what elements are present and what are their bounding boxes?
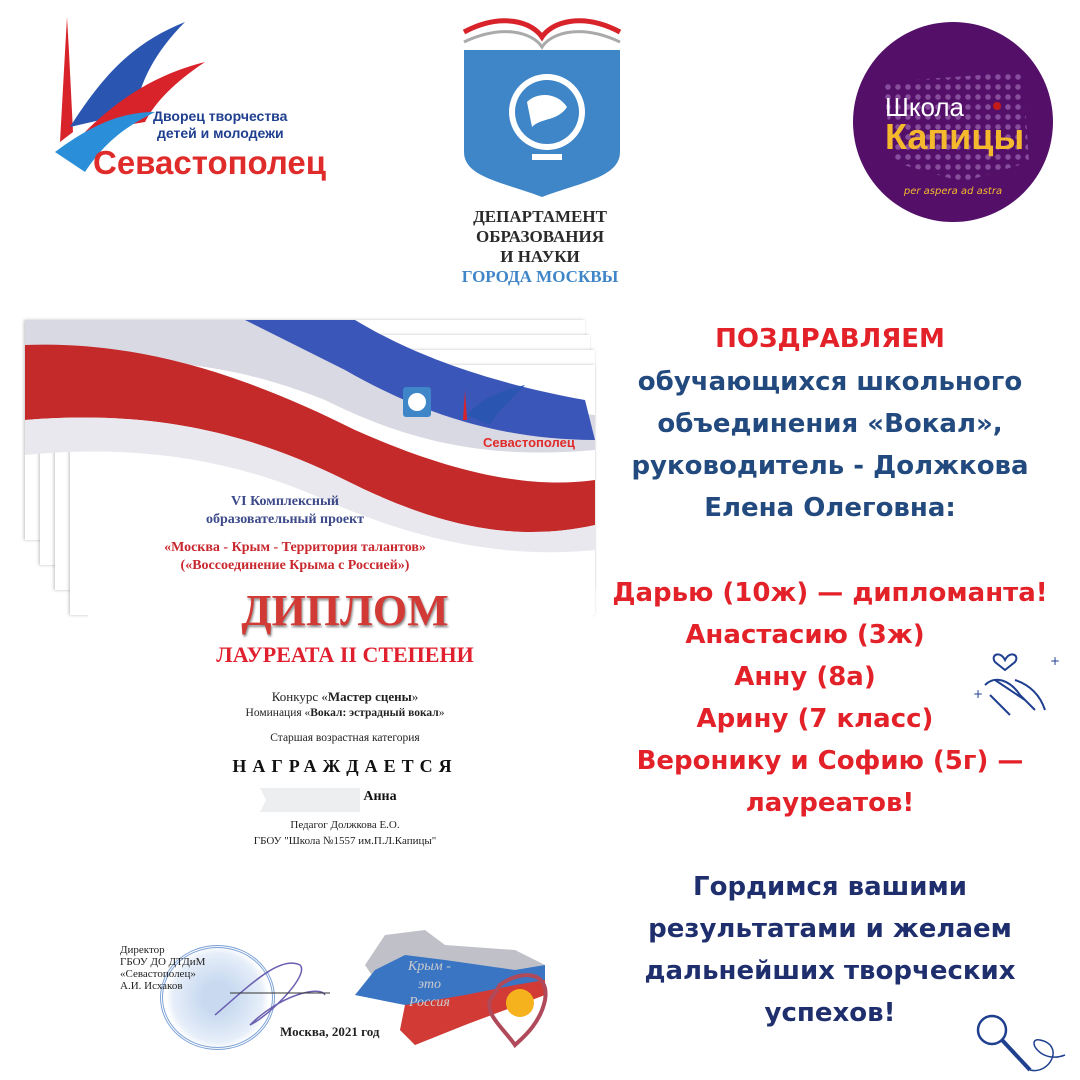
mini-logo-name: Севастополец — [483, 435, 575, 450]
clapping-hands-icon: ++ — [973, 653, 1060, 716]
director-block: Директор ГБОУ ДО ДТДиМ «Севастополец» А.… — [120, 944, 205, 992]
crimea-slogan: Крым - это Россия — [408, 958, 451, 1012]
project-line: образовательный проект — [205, 512, 365, 527]
text-line: объединения «Вокал», — [657, 409, 1003, 439]
age-category: Старшая возрастная категория — [270, 732, 420, 744]
awarded-label: НАГРАЖДАЕТСЯ — [232, 756, 458, 776]
director-line: ГБОУ ДО ДТДиМ — [120, 956, 206, 968]
nomination-name: Вокал: эстрадный вокал — [310, 707, 439, 719]
nomination-line: Номинация «Вокал: эстрадный вокал» — [95, 707, 595, 719]
book-globe-emblem-icon — [462, 18, 622, 197]
director-line: «Севастополец» — [120, 968, 196, 980]
text-line: руководитель - Должкова — [631, 451, 1029, 481]
department-logo: ДЕПАРТАМЕНТ ОБРАЗОВАНИЯ И НАУКИ ГОРОДА М… — [440, 12, 640, 287]
logo-line: Капицы — [885, 116, 1025, 157]
text-line: обучающихся школьного — [637, 367, 1023, 397]
logo-line: И НАУКИ — [500, 247, 580, 266]
project-line: («Воссоединение Крыма с Россией») — [180, 558, 410, 573]
label: Номинация « — [245, 707, 311, 719]
logo-line: ДЕПАРТАМЕНТ — [473, 207, 607, 226]
congrats-heading: ПОЗДРАВЛЯЕМ — [715, 324, 945, 354]
slogan-line: Крым - — [408, 959, 451, 974]
dot-map-decoration — [883, 72, 1029, 182]
project-heading: VI Комплексный образовательный проект — [95, 493, 595, 529]
slogan-line: Россия — [408, 995, 450, 1010]
contest-line: Конкурс «Мастер сцены» — [95, 689, 595, 705]
svg-text:+: + — [973, 687, 983, 701]
logo-line: ГОРОДА МОСКВЫ — [461, 267, 619, 286]
svg-text:+: + — [1050, 654, 1060, 668]
text-line: Елена Олеговна: — [704, 493, 956, 523]
slogan-line: это — [417, 977, 441, 992]
closing-text: Гордимся вашими результатами и желаем да… — [590, 866, 1070, 1034]
winner-line: Анастасию (3ж) — [685, 620, 925, 650]
logo-motto: per aspera ad astra — [903, 186, 1003, 197]
project-title: «Москва - Крым - Территория талантов» («… — [95, 539, 595, 575]
place-date: Москва, 2021 год — [280, 1024, 380, 1039]
winner-line: Веронику и Софию (5г) — — [636, 746, 1024, 776]
signature-icon — [214, 962, 330, 1026]
logo-line: Дворец творчества — [153, 108, 288, 124]
winner-line: лауреатов! — [745, 788, 915, 818]
logo-name: Севастополец — [93, 144, 327, 181]
winner-line: Дарью (10ж) — дипломанта! — [612, 578, 1048, 608]
winner-line: Анну (8а) — [734, 662, 876, 692]
mini-emblems-icon — [403, 385, 525, 425]
diploma-degree: ЛАУРЕАТА II СТЕПЕНИ — [216, 642, 474, 667]
director-line: Директор — [120, 944, 165, 956]
recipient-name: Анна — [363, 789, 397, 804]
winner-line: Арину (7 класс) — [696, 704, 934, 734]
director-line: А.И. Исхаков — [120, 980, 183, 992]
text-line: Гордимся вашими — [693, 872, 967, 902]
label: » — [411, 689, 419, 704]
teacher: Педагог Должкова Е.О. — [290, 819, 400, 831]
sail-kremlin-icon — [55, 17, 205, 172]
winners-list: Дарью (10ж) — дипломанта! Анастасию (3ж)… — [590, 572, 1070, 824]
logo-line: ОБРАЗОВАНИЯ — [476, 227, 604, 246]
text-line: успехов! — [764, 998, 896, 1028]
flag-ribbon-decoration — [25, 320, 595, 553]
project-line: «Москва - Крым - Территория талантов» — [164, 540, 426, 555]
crimea-map-icon — [355, 930, 548, 1049]
contest-name: Мастер сцены — [327, 689, 412, 704]
kapitsa-school-logo: Школа Капицы per aspera ad astra — [853, 22, 1053, 222]
red-dot-icon — [993, 102, 1001, 110]
label: » — [438, 707, 445, 719]
project-line: VI Комплексный — [231, 494, 339, 509]
school: ГБОУ "Школа №1557 им.П.Л.Капицы" — [253, 835, 437, 847]
diploma-mini-logos: Севастополец — [395, 375, 585, 455]
logo-line: Школа — [885, 92, 965, 122]
text-line: результатами и желаем — [648, 914, 1012, 944]
logo-line: детей и молодежи — [157, 125, 284, 141]
diploma-title: ДИПЛОМ — [241, 586, 449, 635]
microphone-icon — [976, 1014, 1066, 1072]
text-line: дальнейших творческих — [644, 956, 1016, 986]
label: Конкурс « — [271, 689, 328, 704]
intro-text: обучающихся школьного объединения «Вокал… — [590, 361, 1070, 529]
name-ribbon-decoration — [260, 788, 360, 812]
department-name: ДЕПАРТАМЕНТ ОБРАЗОВАНИЯ И НАУКИ ГОРОДА М… — [440, 207, 640, 287]
official-stamp — [160, 945, 275, 1050]
